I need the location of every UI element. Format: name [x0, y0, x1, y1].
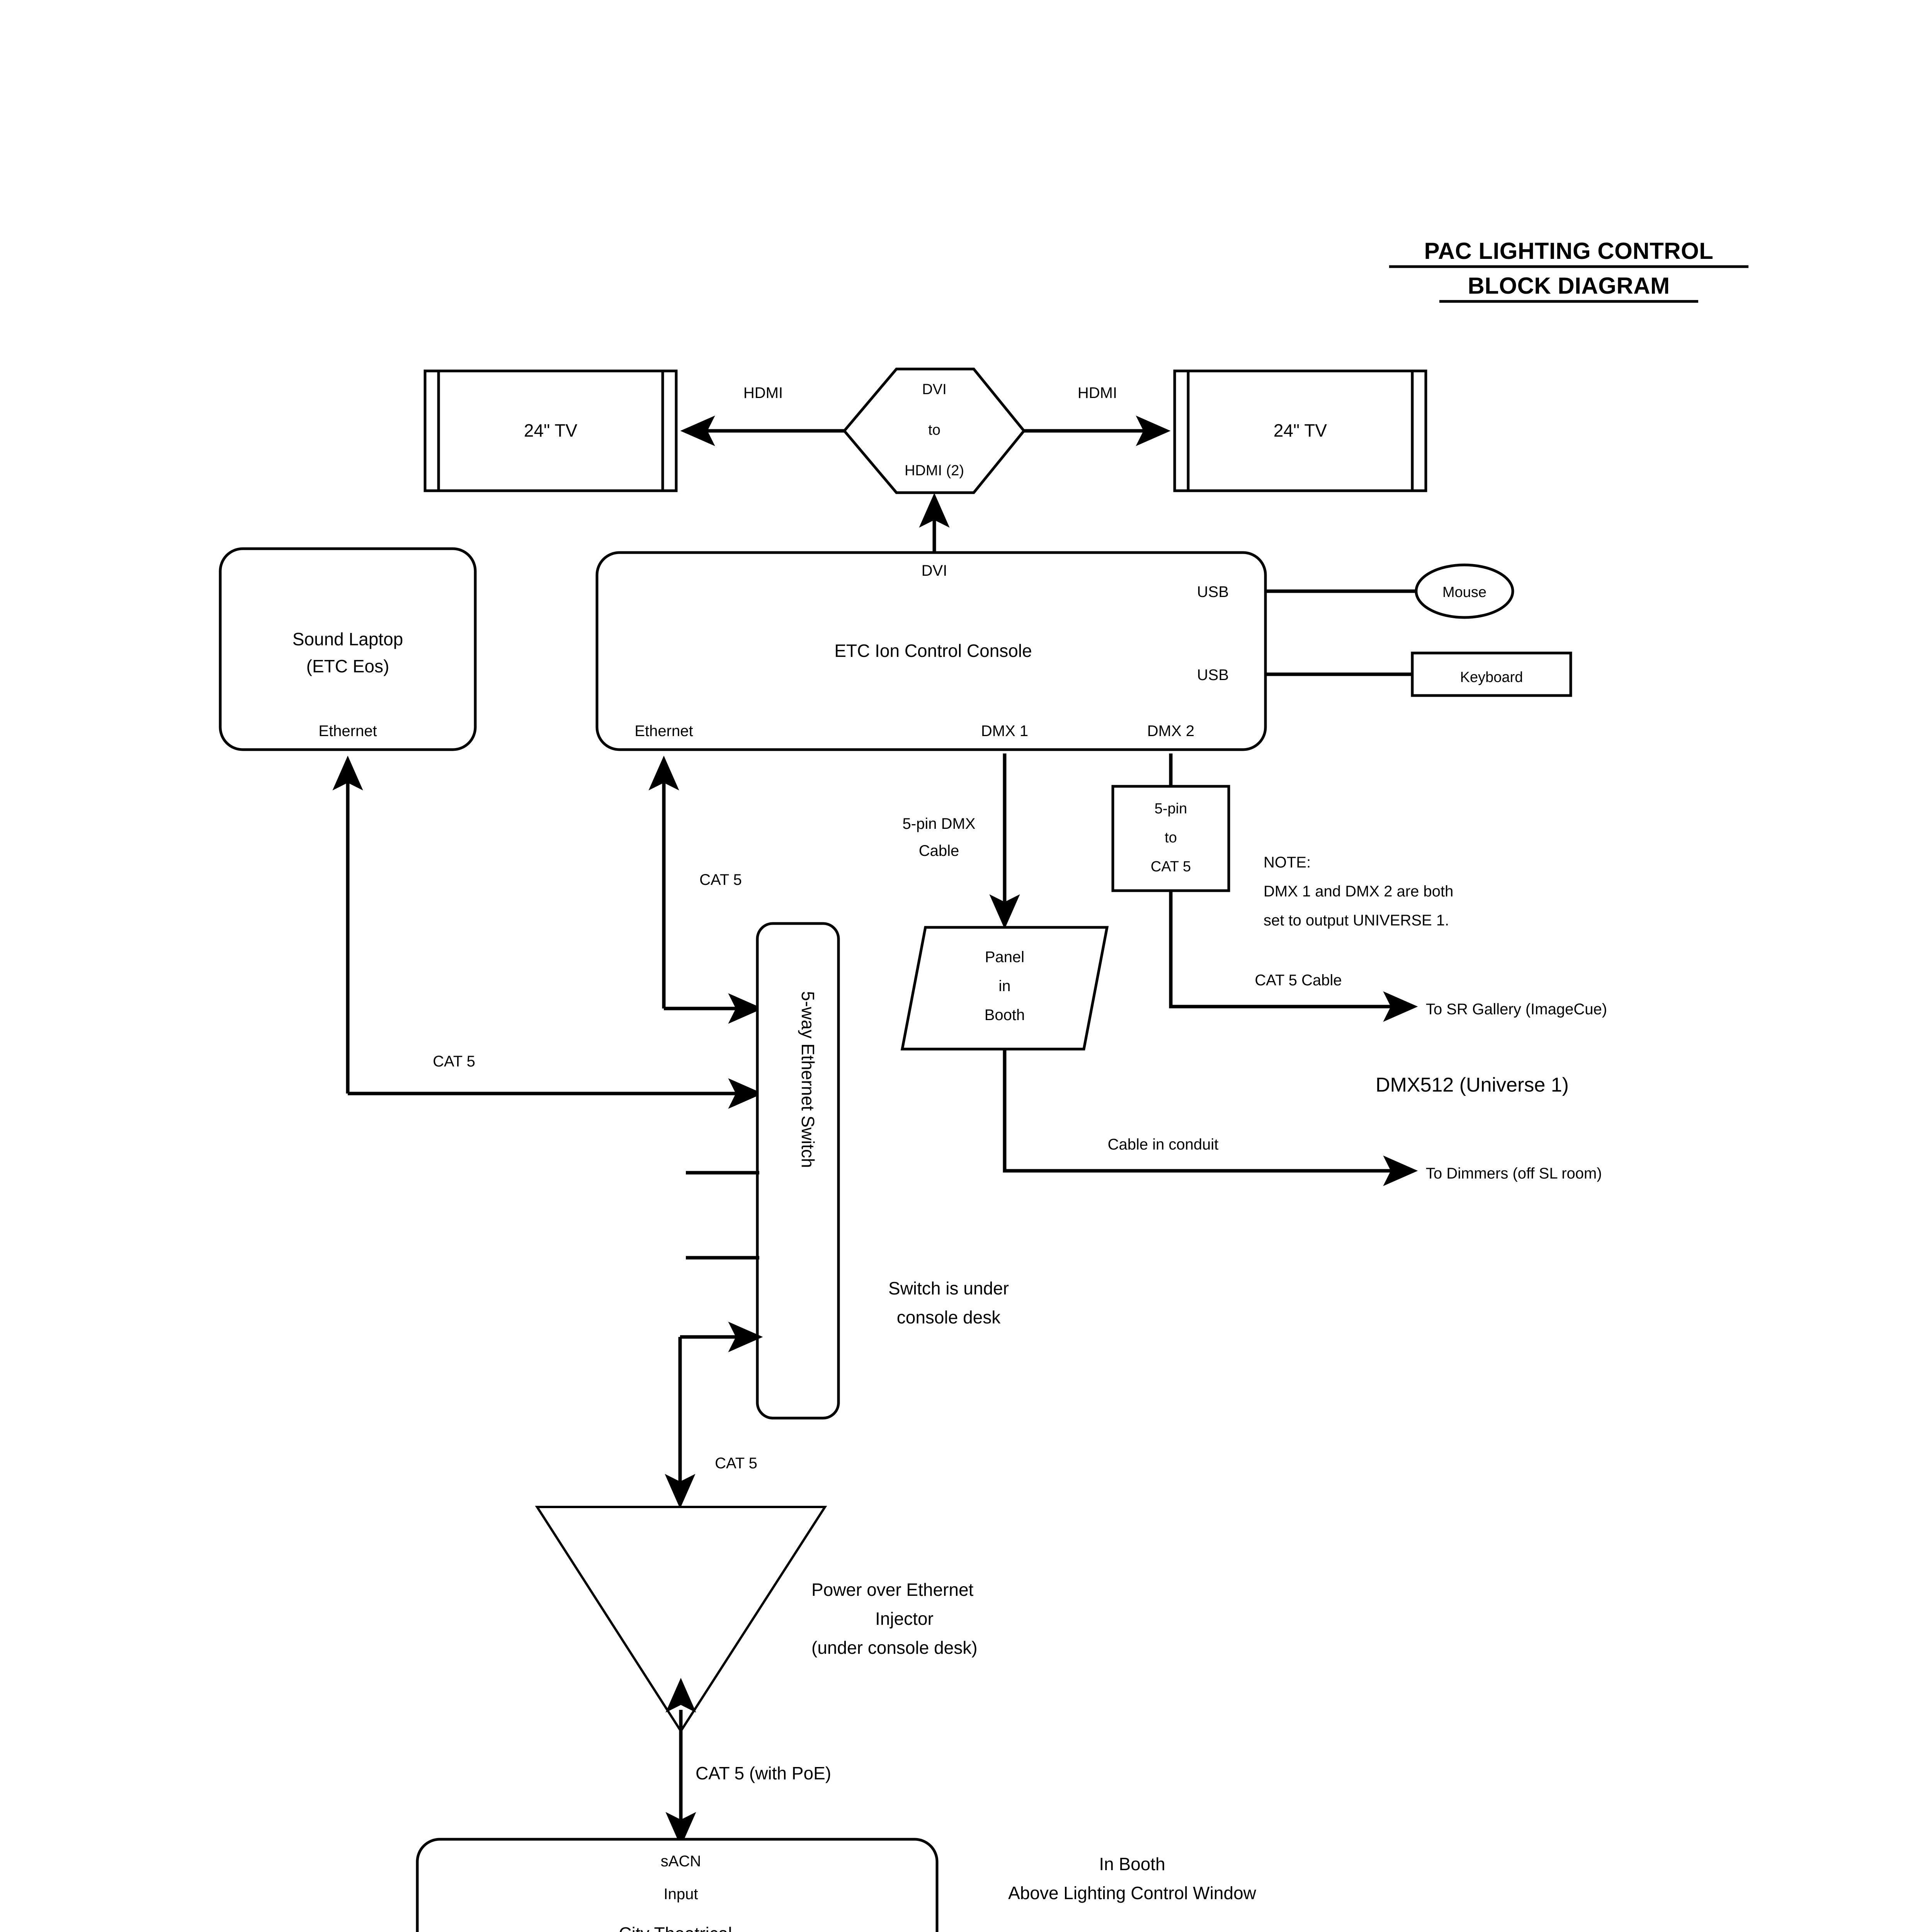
cat5-to-sr-gallery-link: CAT 5 Cable To SR Gallery (ImageCue)	[1169, 891, 1607, 1022]
console-port-usb-1: USB	[1197, 583, 1229, 600]
poe-line-1: Power over Ethernet	[811, 1580, 974, 1600]
console-port-dvi: DVI	[922, 562, 947, 579]
to-sr-gallery-label: To SR Gallery (ImageCue)	[1426, 1001, 1607, 1018]
multiverse-port-line-2: Input	[664, 1886, 698, 1903]
booth-location-note: In Booth Above Lighting Control Window	[1008, 1854, 1257, 1903]
mouse-node[interactable]: Mouse	[1415, 563, 1514, 619]
switch-note-line-1: Switch is under	[888, 1278, 1009, 1298]
mouse-label: Mouse	[1442, 584, 1486, 600]
dmx1-to-panel-link: 5-pin DMX Cable	[903, 753, 1020, 929]
etc-ion-console-node[interactable]: DVI ETC Ion Control Console USB USB Ethe…	[595, 551, 1267, 751]
tv-left-body	[423, 369, 678, 492]
console-port-dmx1: DMX 1	[981, 723, 1028, 740]
switch-note-line-2: console desk	[897, 1307, 1001, 1327]
sound-laptop-node[interactable]: Sound Laptop (ETC Eos) Ethernet	[219, 547, 477, 751]
cable-in-conduit-label: Cable in conduit	[1108, 1136, 1219, 1153]
dmx-to-cat5-line-1: 5-pin	[1155, 801, 1187, 817]
laptop-to-switch-link: CAT 5	[332, 755, 763, 1109]
panel-in-booth-body	[900, 926, 1109, 1051]
panel-line-3: Booth	[985, 1007, 1025, 1024]
dvi-to-hdmi-converter[interactable]: DVI to HDMI (2)	[842, 367, 1026, 494]
dmx-to-cat5-converter[interactable]: 5-pin to CAT 5	[1111, 785, 1230, 892]
multiverse-port-line-1: sACN	[661, 1853, 701, 1870]
multiverse-body	[416, 1838, 939, 1932]
title-line-2: BLOCK DIAGRAM	[1468, 273, 1670, 299]
poe-to-multiverse-link: CAT 5 (with PoE)	[665, 1678, 831, 1847]
tv-right[interactable]: 24" TV	[1173, 369, 1427, 492]
poe-line-3: (under console desk)	[811, 1638, 978, 1658]
sound-laptop-port-ethernet: Ethernet	[318, 723, 377, 740]
cat5-poe-label: CAT 5 (with PoE)	[696, 1763, 831, 1783]
console-port-ethernet: Ethernet	[634, 723, 693, 740]
booth-note-line-2: Above Lighting Control Window	[1008, 1883, 1257, 1903]
dmx-cable-label-1: 5-pin DMX	[903, 815, 976, 832]
tv-left-label: 24" TV	[524, 420, 578, 440]
hdmi-left-link: HDMI	[680, 384, 844, 446]
ethernet-switch-body	[756, 922, 840, 1420]
title-line-1: PAC LIGHTING CONTROL	[1424, 238, 1714, 264]
console-label: ETC Ion Control Console	[834, 641, 1032, 661]
cat5-switch-poe-label: CAT 5	[715, 1455, 757, 1472]
dvi-converter-line-1: DVI	[922, 381, 946, 398]
panel-in-booth-node[interactable]: Panel in Booth	[900, 926, 1109, 1051]
multiverse-transmitter-node[interactable]: sACN Input City Theatrical Multiverse Tr…	[416, 1838, 939, 1932]
note-line-1: NOTE:	[1264, 854, 1311, 871]
note-line-3: set to output UNIVERSE 1.	[1264, 912, 1449, 929]
dmx-cable-label-2: Cable	[919, 842, 959, 859]
keyboard-node[interactable]: Keyboard	[1411, 651, 1572, 697]
sound-laptop-body	[219, 547, 477, 751]
booth-note-line-1: In Booth	[1099, 1854, 1165, 1874]
poe-injector-body	[535, 1506, 827, 1733]
dvi-converter-line-3: HDMI (2)	[905, 463, 964, 479]
switch-to-poe-link: CAT 5	[665, 1337, 757, 1509]
ethernet-switch-node[interactable]: 5-way Ethernet Switch	[756, 922, 840, 1420]
poe-injector-node[interactable]: Power over Ethernet Injector (under cons…	[535, 1506, 978, 1733]
dmx-to-cat5-line-2: to	[1165, 830, 1177, 846]
dmx512-universe1-label: DMX512 (Universe 1)	[1376, 1074, 1569, 1096]
cat5-console-switch-label: CAT 5	[699, 871, 742, 888]
dmx-to-cat5-line-3: CAT 5	[1151, 859, 1191, 875]
console-port-dmx2: DMX 2	[1147, 723, 1194, 740]
hdmi-right-link: HDMI	[1024, 384, 1171, 446]
tv-right-label: 24" TV	[1274, 420, 1327, 440]
cat5-cable-label: CAT 5 Cable	[1255, 972, 1342, 989]
keyboard-label: Keyboard	[1460, 669, 1523, 685]
page-title: PAC LIGHTING CONTROL BLOCK DIAGRAM	[1389, 238, 1748, 303]
sound-laptop-line-1: Sound Laptop	[293, 629, 403, 649]
note-line-2: DMX 1 and DMX 2 are both	[1264, 883, 1453, 900]
panel-line-2: in	[998, 978, 1010, 995]
dvi-converter-line-2: to	[928, 422, 940, 438]
note-block: NOTE: DMX 1 and DMX 2 are both set to ou…	[1264, 854, 1453, 929]
tv-right-body	[1173, 369, 1427, 492]
poe-line-2: Injector	[875, 1609, 934, 1629]
panel-to-dimmers-link: Cable in conduit To Dimmers (off SL room…	[1003, 1049, 1602, 1186]
console-port-usb-2: USB	[1197, 667, 1229, 684]
console-body	[595, 551, 1267, 751]
console-to-switch-link: CAT 5	[648, 755, 763, 1024]
panel-line-1: Panel	[985, 949, 1024, 966]
tv-left[interactable]: 24" TV	[423, 369, 678, 492]
multiverse-line-1: City Theatrical	[619, 1923, 732, 1932]
cat5-laptop-switch-label: CAT 5	[433, 1053, 475, 1070]
hdmi-left-label: HDMI	[743, 384, 783, 401]
to-dimmers-label: To Dimmers (off SL room)	[1426, 1165, 1602, 1182]
ethernet-switch-label: 5-way Ethernet Switch	[798, 991, 818, 1168]
sound-laptop-line-2: (ETC Eos)	[306, 656, 389, 676]
switch-location-note: Switch is under console desk	[888, 1278, 1009, 1327]
hdmi-right-label: HDMI	[1078, 384, 1117, 401]
